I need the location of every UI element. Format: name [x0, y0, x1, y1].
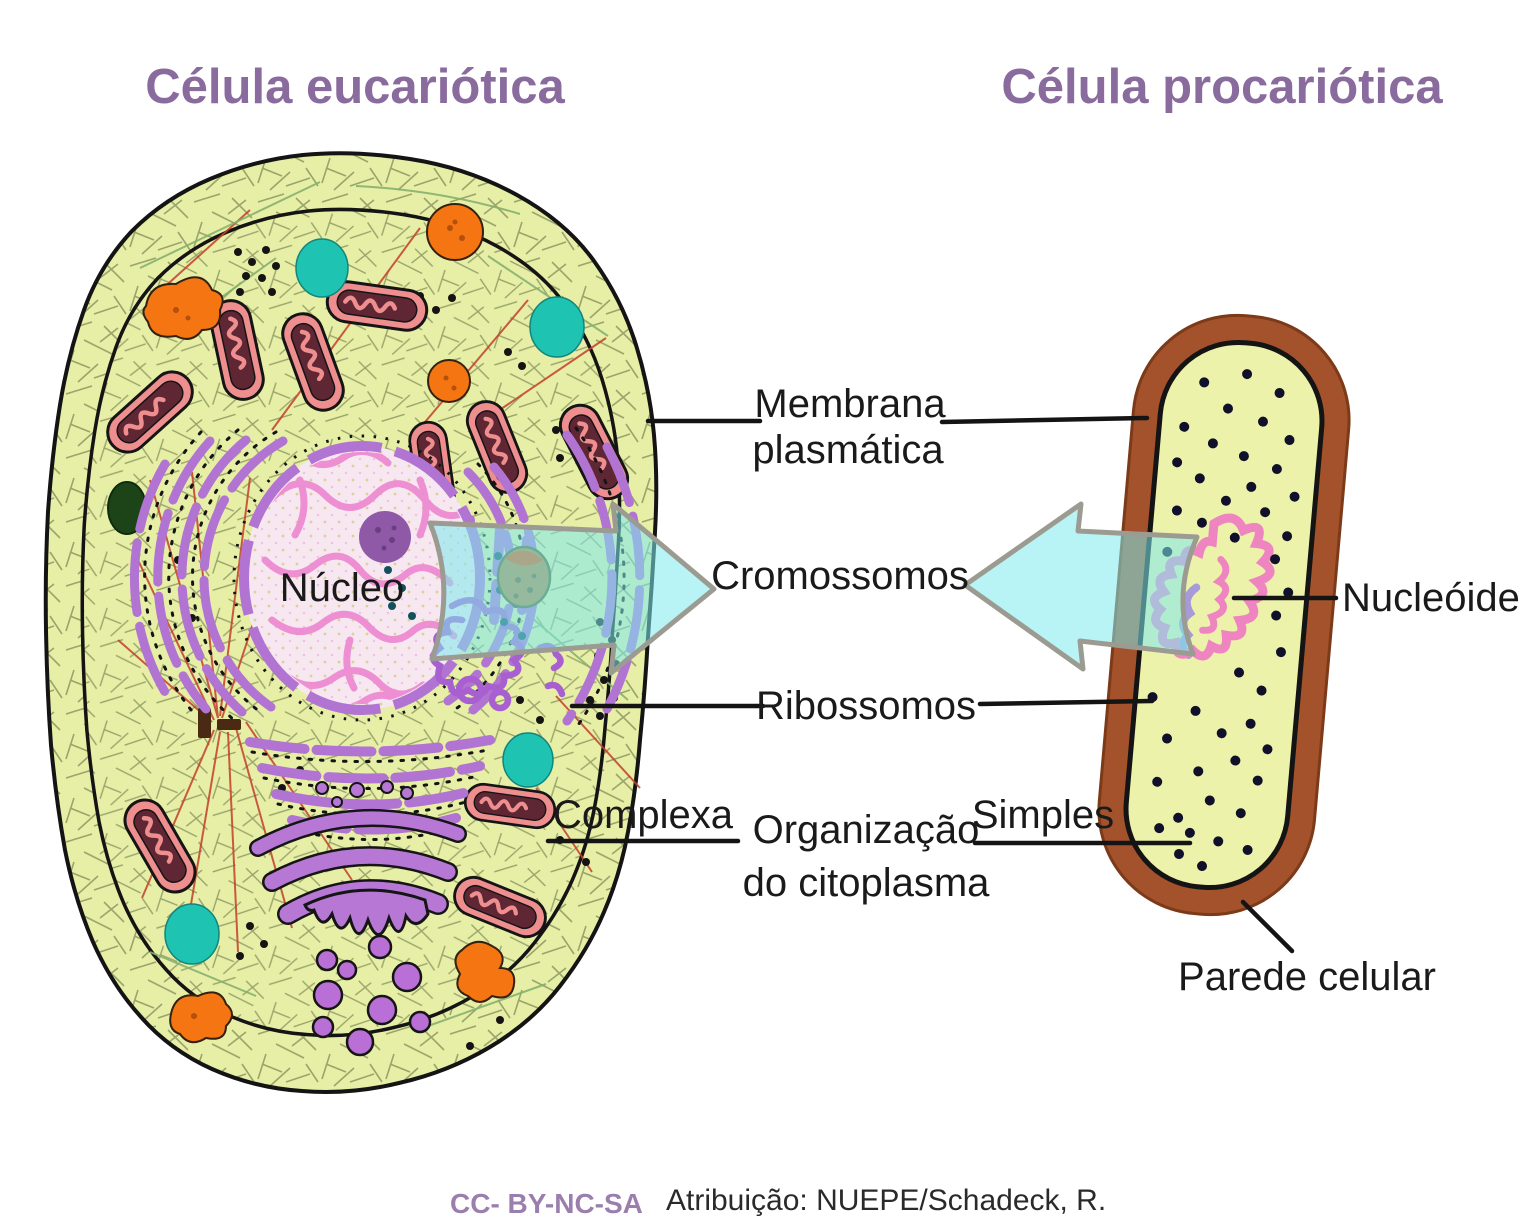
- vesicles: [311, 934, 432, 1057]
- nucleolus: [359, 511, 411, 563]
- nucleus: [232, 434, 492, 722]
- golgi-vesicles-top: [315, 780, 414, 808]
- labels: Célula eucariótica Célula procariótica M…: [145, 60, 1520, 1219]
- golgi-cisterna: [303, 888, 430, 936]
- label-nucleoide: Nucleóide: [1342, 576, 1520, 620]
- lysosomes: [142, 203, 516, 1044]
- label-membrana-line1: Membrana: [754, 382, 946, 426]
- prokaryotic-cell: [1097, 313, 1351, 917]
- label-complexa: Complexa: [553, 793, 734, 837]
- label-organizacao-line2: do citoplasma: [743, 861, 991, 905]
- vacuole: [502, 732, 554, 788]
- cytoskeleton-microtubules: [117, 209, 641, 953]
- label-cromossomos: Cromossomos: [711, 554, 969, 598]
- comparison-arrows: [427, 501, 1200, 676]
- title-prokaryotic: Célula procariótica: [1001, 60, 1443, 114]
- lysosome: [454, 940, 516, 1003]
- vacuole: [164, 903, 220, 965]
- lysosome: [426, 203, 484, 261]
- label-ribossomos: Ribossomos: [756, 684, 976, 728]
- label-organizacao-line1: Organização: [753, 808, 980, 852]
- cytoskeleton-filaments: [139, 181, 629, 1027]
- label-parede-celular: Parede celular: [1178, 955, 1436, 999]
- vacuoles: [164, 238, 585, 965]
- chromatin: [261, 452, 474, 704]
- leader-lines: [545, 415, 1339, 954]
- nucleolus-speckles: [375, 525, 397, 551]
- ribossomos-line-right: [977, 698, 1155, 707]
- attribution-text: Atribuição: NUEPE/Schadeck, R.: [666, 1184, 1106, 1217]
- lysosome-speckles: [173, 219, 465, 1019]
- title-eukaryotic: Célula eucariótica: [145, 60, 565, 114]
- membrana-line-right: [939, 415, 1150, 425]
- license-text: CC- BY-NC-SA: [450, 1188, 643, 1219]
- label-nucleo: Núcleo: [280, 566, 405, 610]
- lysosome: [169, 991, 233, 1044]
- chromosome-arrow-left: [427, 501, 717, 676]
- parede-line: [1240, 899, 1295, 954]
- lysosome: [427, 359, 471, 403]
- lysosome: [142, 276, 224, 340]
- centriole: [198, 708, 241, 738]
- vacuole: [295, 238, 349, 298]
- label-simples: Simples: [972, 793, 1114, 837]
- chromosome-arrow-right: [962, 501, 1200, 672]
- prok-ribosome-dots: [1147, 369, 1300, 872]
- golgi-apparatus: [249, 780, 467, 936]
- vacuole: [529, 296, 585, 358]
- label-membrana-line2: plasmática: [752, 428, 944, 472]
